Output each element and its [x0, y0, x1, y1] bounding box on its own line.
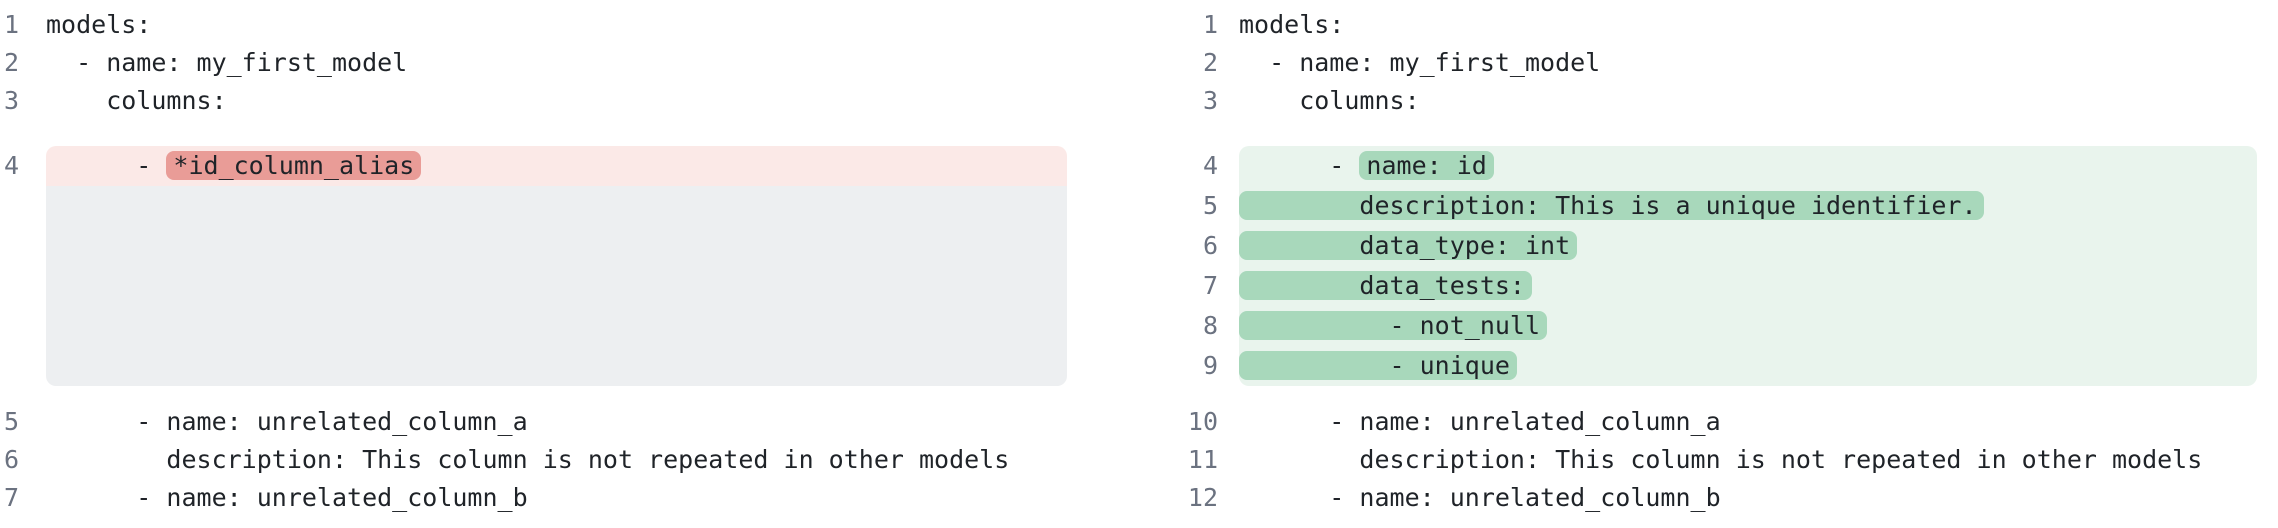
code-column-after: models: - name: my_first_model columns: …	[1239, 6, 2257, 517]
line-number: 3	[3, 86, 19, 115]
code-line: - name: unrelated_column_b	[46, 483, 528, 512]
added-highlight: description: This is a unique identifier…	[1239, 191, 1984, 220]
added-highlight: - unique	[1239, 351, 1517, 380]
line-number-gutter-before: 1 2 3 4 5 6 7	[0, 6, 19, 517]
added-line: - not_null	[1239, 306, 2257, 346]
code-line: columns:	[46, 86, 227, 115]
added-line: data_tests:	[1239, 266, 2257, 306]
added-highlight: - not_null	[1239, 311, 1548, 340]
line-number: 9	[1202, 351, 1218, 380]
line-number: 12	[1187, 483, 1218, 512]
added-highlight: name: id	[1359, 151, 1494, 180]
line-number: 7	[1202, 271, 1218, 300]
line-number: 1	[3, 10, 19, 39]
line-number: 4	[1202, 151, 1218, 180]
code-column-before: models: - name: my_first_model columns: …	[46, 6, 1067, 517]
code-line: - name: unrelated_column_a	[46, 407, 528, 436]
line-number: 6	[1202, 231, 1218, 260]
added-block: - name: id description: This is a unique…	[1239, 146, 2257, 386]
added-highlight: data_type: int	[1239, 231, 1578, 260]
collapsed-lines-placeholder	[46, 186, 1067, 386]
line-number: 6	[3, 445, 19, 474]
gutter-empty-slot	[0, 266, 19, 306]
line-number: 8	[1202, 311, 1218, 340]
line-number: 5	[1202, 191, 1218, 220]
added-line: data_type: int	[1239, 226, 2257, 266]
removed-highlight: *id_column_alias	[166, 151, 422, 180]
code-line: - name: unrelated_column_a	[1239, 407, 1721, 436]
gutter-gap	[0, 120, 19, 146]
line-number: 7	[3, 483, 19, 512]
line-number: 4	[3, 151, 19, 180]
removed-line: - *id_column_alias	[46, 146, 1067, 186]
code-line: models:	[1239, 10, 1345, 39]
code-line: - name: unrelated_column_b	[1239, 483, 1721, 512]
line-number: 2	[3, 48, 19, 77]
added-highlight: data_tests:	[1239, 271, 1532, 300]
line-number: 11	[1187, 445, 1218, 474]
line-number: 10	[1187, 407, 1218, 436]
code-line: description: This column is not repeated…	[46, 445, 1010, 474]
gutter-empty-slot	[0, 306, 19, 346]
line-number: 2	[1202, 48, 1218, 77]
gutter-gap	[0, 386, 19, 403]
line-number: 3	[1202, 86, 1218, 115]
code-line: - name: my_first_model	[1239, 48, 1601, 77]
gutter-empty-slot	[0, 346, 19, 386]
removed-block: - *id_column_alias	[46, 146, 1067, 386]
gutter-gap	[1139, 120, 1218, 146]
code-line: models:	[46, 10, 152, 39]
added-line: - unique	[1239, 346, 2257, 386]
added-line: - name: id	[1239, 146, 2257, 186]
gutter-empty-slot	[0, 226, 19, 266]
line-number: 5	[3, 407, 19, 436]
gutter-empty-slot	[0, 186, 19, 226]
gutter-gap	[1139, 386, 1218, 403]
diff-panel-before: 1 2 3 4 5 6 7 models: - name: my_first_model c…	[0, 6, 1139, 517]
code-line: description: This column is not repeated…	[1239, 445, 2203, 474]
code-line: - name: my_first_model	[46, 48, 408, 77]
added-line: description: This is a unique identifier…	[1239, 186, 2257, 226]
line-number: 1	[1202, 10, 1218, 39]
code-line: columns:	[1239, 86, 1420, 115]
